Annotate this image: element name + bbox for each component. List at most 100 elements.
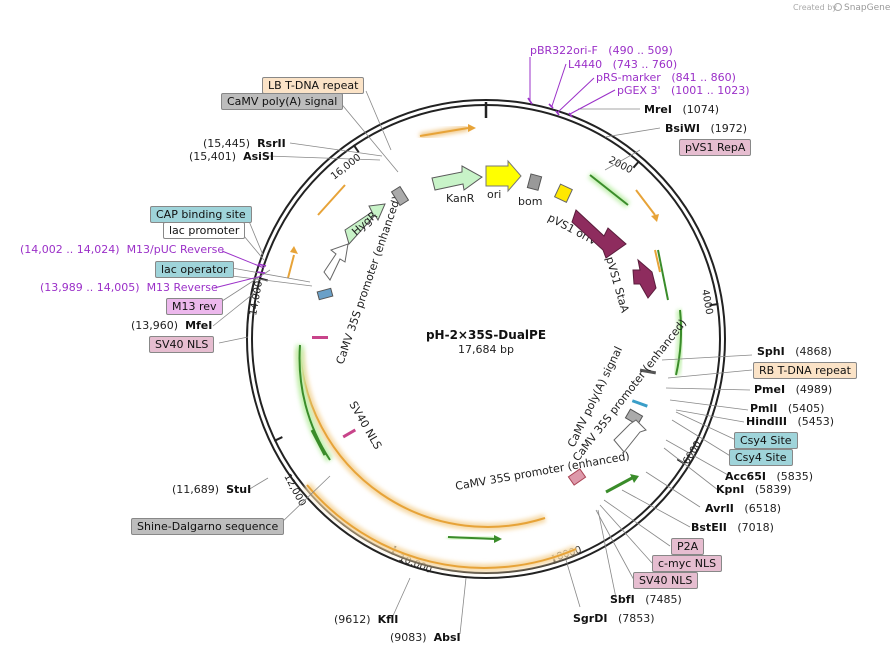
enzyme-kfli[interactable]: (9612) KflI — [334, 613, 398, 626]
sv40-nls-bottom-box[interactable]: SV40 NLS — [633, 572, 699, 589]
lac-promoter-box[interactable]: lac promoter — [163, 222, 246, 239]
primer-range: (14,002 .. 14,024) — [20, 243, 120, 256]
inner-orange-arc — [299, 349, 546, 528]
primer-m13-puc-reverse[interactable]: (14,002 .. 14,024) M13/pUC Reverse — [20, 243, 224, 256]
p2a-block — [567, 468, 587, 486]
ori-arrow — [485, 159, 522, 193]
enzyme-name: AbsI — [433, 631, 461, 644]
ruler-tick — [632, 160, 641, 169]
ruler-tick — [352, 144, 360, 153]
enzyme-rsrii[interactable]: (15,445) RsrII — [203, 137, 286, 150]
primer-name: M13 Reverse — [146, 281, 218, 294]
primer-range: (490 .. 509) — [608, 44, 673, 57]
enzyme-sbfi[interactable]: SbfI (7485) — [610, 593, 682, 606]
camv35s-label-c: CaMV 35S promoter (enhanced) — [454, 449, 630, 492]
primer-l4440[interactable]: L4440 (743 .. 760) — [568, 58, 677, 71]
enzyme-position: (11,689) — [172, 483, 220, 496]
outer-arrow-1 — [419, 127, 469, 137]
enzyme-name: Acc65I — [725, 470, 766, 483]
kanr-arrow — [431, 165, 483, 191]
rb-tdna-repeat-box[interactable]: RB T-DNA repeat — [753, 362, 857, 379]
primer-name: L4440 — [568, 58, 603, 71]
enzyme-name: MreI — [644, 103, 672, 116]
enzyme-position: (7018) — [737, 521, 774, 534]
enzyme-avrii[interactable]: AvrII (6518) — [705, 502, 781, 515]
tick-label-14000: 14,000 — [248, 280, 265, 316]
primer-range: (13,989 .. 14,005) — [40, 281, 140, 294]
sv40-nls-left-box[interactable]: SV40 NLS — [149, 336, 215, 353]
plasmid-name: pH-2×35S-DualPE — [426, 328, 546, 342]
enzyme-name: KpnI — [716, 483, 745, 496]
pvs1-repa-arrow — [571, 209, 627, 259]
lac-operator-box[interactable]: lac operator — [155, 261, 234, 278]
enzyme-mfei[interactable]: (13,960) MfeI — [131, 319, 212, 332]
enzyme-sphi[interactable]: SphI (4868) — [757, 345, 832, 358]
enzyme-name: MfeI — [185, 319, 213, 332]
enzyme-position: (13,960) — [131, 319, 179, 332]
m13-rev-box[interactable]: M13 rev — [166, 298, 223, 315]
primer-range: (743 .. 760) — [612, 58, 678, 71]
ruler-tick — [273, 436, 283, 442]
csy4-site-box-a[interactable]: Csy4 Site — [734, 432, 798, 449]
outer-arrow-4 — [635, 189, 656, 216]
enzyme-mrei[interactable]: MreI (1074) — [644, 103, 719, 116]
csy4-block — [631, 399, 648, 408]
leader-lines — [212, 90, 753, 635]
enzyme-position: (9083) — [390, 631, 427, 644]
enzyme-acc65i[interactable]: Acc65I (5835) — [725, 470, 813, 483]
enzyme-name: KflI — [377, 613, 399, 626]
cmyc-nls-box[interactable]: c-myc NLS — [652, 555, 723, 572]
tick-label-6000: 6000 — [681, 439, 704, 466]
enzyme-absi[interactable]: (9083) AbsI — [390, 631, 461, 644]
enzyme-kpni[interactable]: KpnI (5839) — [716, 483, 791, 496]
primer-name: pGEX 3' — [617, 84, 661, 97]
enzyme-bsiwi[interactable]: BsiWI (1972) — [665, 122, 747, 135]
enzyme-pmli[interactable]: PmlI (5405) — [750, 402, 824, 415]
enzyme-name: HindIII — [746, 415, 787, 428]
csy4-site-box-b[interactable]: Csy4 Site — [729, 449, 793, 466]
primer-name: M13/pUC Reverse — [126, 243, 225, 256]
sv40nls-label-inner: SV40 NLS — [346, 399, 384, 452]
pvs1-repa-box[interactable]: pVS1 RepA — [679, 139, 752, 156]
green-arc-7 — [675, 309, 683, 376]
enzyme-bsteii[interactable]: BstEII (7018) — [691, 521, 774, 534]
green-arc-3 — [447, 536, 496, 540]
enzyme-position: (1074) — [682, 103, 720, 116]
outer-arrowhead-3 — [290, 246, 298, 254]
enzyme-name: SgrDI — [573, 612, 608, 625]
enzyme-position: (5835) — [776, 470, 814, 483]
primer-prs-marker[interactable]: pRS-marker (841 .. 860) — [596, 71, 736, 84]
shine-dalgarno-box[interactable]: Shine-Dalgarno sequence — [131, 518, 285, 535]
primer-range: (841 .. 860) — [671, 71, 736, 84]
outer-arrow-5 — [654, 249, 661, 273]
enzyme-position: (5453) — [797, 415, 835, 428]
enzyme-name: RsrII — [257, 137, 286, 150]
enzyme-stui[interactable]: (11,689) StuI — [172, 483, 251, 496]
enzyme-name: SbfI — [610, 593, 635, 606]
enzyme-asisi[interactable]: (15,401) AsiSI — [189, 150, 274, 163]
primer-name: pRS-marker — [596, 71, 661, 84]
enzyme-name: StuI — [226, 483, 252, 496]
hygr-arrow — [344, 203, 386, 246]
camv-polya-box[interactable]: CaMV poly(A) signal — [221, 93, 344, 110]
enzyme-sgrdi[interactable]: SgrDI (7853) — [573, 612, 655, 625]
enzyme-position: (4989) — [795, 383, 833, 396]
cap-binding-site-box[interactable]: CAP binding site — [150, 206, 252, 223]
primer-pbr322ori-f[interactable]: pBR322ori-F (490 .. 509) — [530, 44, 673, 57]
tick-label-2000: 2000 — [607, 155, 635, 176]
enzyme-name: PmeI — [754, 383, 786, 396]
rb-block — [639, 368, 657, 375]
enzyme-name: BstEII — [691, 521, 727, 534]
primer-pgex3[interactable]: pGEX 3' (1001 .. 1023) — [617, 84, 750, 97]
ruler-tick — [709, 302, 719, 307]
primer-marks — [256, 97, 573, 274]
primer-m13-reverse[interactable]: (13,989 .. 14,005) M13 Reverse — [40, 281, 218, 294]
outer-arrowhead-4 — [651, 214, 659, 222]
backbone-outer-strand — [246, 99, 726, 579]
lb-tdna-repeat-box[interactable]: LB T-DNA repeat — [262, 77, 365, 94]
enzyme-hindiii[interactable]: HindIII (5453) — [746, 415, 834, 428]
enzyme-pmei[interactable]: PmeI (4989) — [754, 383, 832, 396]
tdna-region-arc — [306, 484, 577, 569]
p2a-box[interactable]: P2A — [671, 538, 705, 555]
